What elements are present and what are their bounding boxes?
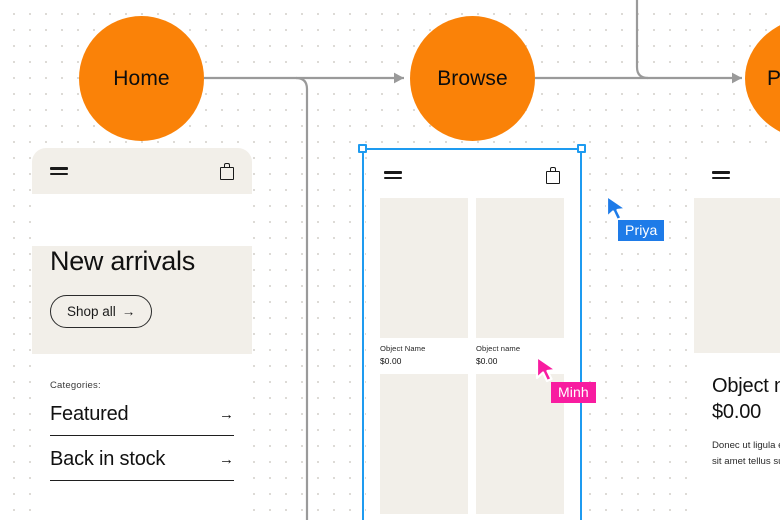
flow-node-home-label: Home xyxy=(113,66,170,90)
product-card[interactable]: Object name $0.00 xyxy=(476,374,564,520)
flow-node-browse-label: Browse xyxy=(437,66,508,90)
shopping-bag-icon[interactable] xyxy=(546,166,560,184)
frame-home[interactable]: New arrivals Shop all → Categories: Feat… xyxy=(32,148,252,520)
product-card[interactable]: Object name $0.00 xyxy=(380,374,468,520)
frame-browse[interactable]: Object Name $0.00 Object name $0.00 Obje… xyxy=(366,152,578,520)
product-description: Donec ut ligula e lacinia, dictum la sit… xyxy=(712,440,780,467)
product-detail-body: Object na $0.00 Donec ut ligula e lacini… xyxy=(694,353,780,469)
frame-product-navbar xyxy=(694,152,780,198)
category-row-featured[interactable]: Featured → xyxy=(50,391,234,436)
frame-browse-navbar xyxy=(366,152,578,198)
collaborator-name-label: Minh xyxy=(551,382,596,403)
product-price: $0.00 xyxy=(476,356,498,366)
category-label: Back in stock xyxy=(50,448,166,470)
collaborator-cursor-priya: Priya xyxy=(605,194,665,241)
flow-node-product[interactable]: P xyxy=(745,16,780,141)
frame-home-hero: New arrivals Shop all → xyxy=(32,246,252,354)
categories-label: Categories: xyxy=(50,380,101,391)
product-thumbnail xyxy=(476,374,564,514)
connector-home-branch-down xyxy=(295,76,309,520)
hamburger-icon[interactable] xyxy=(712,171,730,179)
flow-node-product-label: P xyxy=(767,66,780,90)
arrow-right-icon: → xyxy=(121,304,136,319)
product-hero-image xyxy=(694,198,780,353)
frame-product[interactable]: Object na $0.00 Donec ut ligula e lacini… xyxy=(694,152,780,520)
selection-edge-right xyxy=(580,148,582,520)
selection-edge-left xyxy=(362,148,364,520)
resize-handle-top-left[interactable] xyxy=(358,144,367,153)
flow-node-browse[interactable]: Browse xyxy=(410,16,535,141)
category-row-back-in-stock[interactable]: Back in stock → xyxy=(50,436,234,481)
product-name: Object name xyxy=(476,344,521,353)
shopping-bag-icon[interactable] xyxy=(220,162,234,180)
product-thumbnail xyxy=(476,198,564,338)
hamburger-icon[interactable] xyxy=(384,171,402,179)
page-title: New arrivals xyxy=(50,246,195,276)
product-price: $0.00 xyxy=(712,401,762,423)
categories-section: Categories: Featured → Back in stock → xyxy=(32,354,252,481)
product-card[interactable]: Object name $0.00 xyxy=(476,198,564,366)
product-card[interactable]: Object Name $0.00 xyxy=(380,198,468,366)
product-thumbnail xyxy=(380,374,468,514)
hamburger-icon[interactable] xyxy=(50,167,68,175)
shop-all-label: Shop all xyxy=(67,304,116,319)
collaborator-name-label: Priya xyxy=(618,220,665,241)
connector-top-join xyxy=(635,0,649,80)
cursor-pointer-icon xyxy=(605,194,628,222)
flow-node-home[interactable]: Home xyxy=(79,16,204,141)
collaborator-cursor-minh: Minh xyxy=(535,355,596,403)
resize-handle-top-right[interactable] xyxy=(577,144,586,153)
arrow-right-icon: → xyxy=(219,451,234,468)
frame-home-navbar xyxy=(32,148,252,194)
category-label: Featured xyxy=(50,403,129,425)
selection-edge-top xyxy=(362,148,582,150)
product-name: Object Name xyxy=(380,344,426,353)
arrow-right-icon: → xyxy=(219,406,234,423)
product-name: Object na xyxy=(712,375,780,397)
product-price: $0.00 xyxy=(380,356,402,366)
product-thumbnail xyxy=(380,198,468,338)
cursor-pointer-icon xyxy=(535,355,558,383)
shop-all-button[interactable]: Shop all → xyxy=(50,295,153,328)
product-grid: Object Name $0.00 Object name $0.00 Obje… xyxy=(366,198,578,520)
